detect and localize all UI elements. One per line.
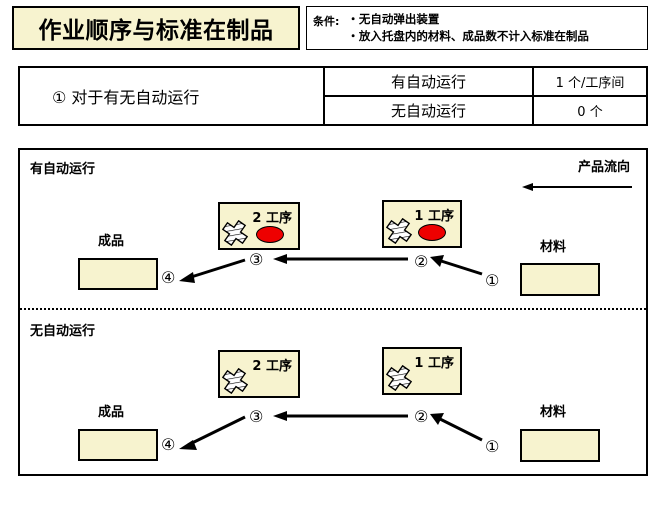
material-label: 材料 bbox=[540, 405, 567, 420]
material-box bbox=[520, 429, 600, 462]
panel-with-auto-run: 有自动运行 产品流向 2 工序 1 工序 bbox=[20, 150, 646, 309]
spec-condition-cell: 无自动运行 bbox=[325, 97, 534, 124]
spec-table-row-label: ① 对于有无自动运行 bbox=[52, 88, 200, 107]
station-box-process-2: 2 工序 bbox=[218, 202, 300, 250]
condition-list: ・无自动弹出装置 ・放入托盘内的材料、成品数不计入标准在制品 bbox=[347, 11, 589, 44]
condition-item: ・放入托盘内的材料、成品数不计入标准在制品 bbox=[347, 29, 589, 43]
spec-table-body: 有自动运行 1 个/工序间 无自动运行 0 个 bbox=[325, 68, 646, 124]
finished-goods-box bbox=[78, 429, 158, 461]
finished-goods-label: 成品 bbox=[98, 405, 125, 420]
station-box-process-1: 1 工序 bbox=[382, 347, 462, 395]
station-title: 1 工序 bbox=[414, 209, 454, 224]
station-box-process-1: 1 工序 bbox=[382, 200, 462, 248]
page-title: 作业顺序与标准在制品 bbox=[38, 18, 274, 44]
step-marker-3: ③ bbox=[249, 250, 264, 269]
spec-value-cell: 0 个 bbox=[577, 105, 603, 120]
flow-direction-label: 产品流向 bbox=[577, 160, 630, 175]
machine-icon bbox=[386, 218, 412, 244]
finished-goods-box bbox=[78, 258, 158, 290]
condition-item: ・无自动弹出装置 bbox=[347, 12, 440, 27]
machine-icon bbox=[386, 365, 412, 391]
process-flow-diagram: 有自动运行 产品流向 2 工序 1 工序 bbox=[18, 148, 648, 476]
machine-icon bbox=[222, 220, 248, 246]
finished-goods-label: 成品 bbox=[98, 234, 125, 249]
spec-table: ① 对于有无自动运行 有自动运行 1 个/工序间 无自动运行 0 个 bbox=[18, 66, 648, 126]
station-title: 1 工序 bbox=[414, 356, 454, 371]
station-title: 2 工序 bbox=[252, 359, 292, 374]
panel-without-auto-run: 无自动运行 2 工序 1 工序 成品 材料 ① ② ③ ④ bbox=[20, 312, 646, 475]
step-marker-3: ③ bbox=[249, 407, 264, 426]
condition-box: 条件: ・无自动弹出装置 ・放入托盘内的材料、成品数不计入标准在制品 bbox=[306, 6, 648, 50]
station-box-process-2: 2 工序 bbox=[218, 350, 300, 398]
header: 作业顺序与标准在制品 条件: ・无自动弹出装置 ・放入托盘内的材料、成品数不计入… bbox=[12, 6, 648, 50]
step-marker-1: ① bbox=[485, 437, 500, 456]
spec-condition-cell: 有自动运行 bbox=[325, 68, 534, 95]
step-marker-2: ② bbox=[414, 407, 429, 426]
panel-title: 有自动运行 bbox=[30, 162, 96, 177]
panel-divider bbox=[20, 308, 646, 310]
flow-direction-arrow-icon bbox=[522, 183, 632, 191]
step-marker-4: ④ bbox=[161, 268, 176, 287]
spec-value-cell: 1 个/工序间 bbox=[555, 76, 625, 91]
spec-table-row-label-cell: ① 对于有无自动运行 bbox=[20, 68, 325, 124]
station-title: 2 工序 bbox=[252, 211, 292, 226]
table-row: 有自动运行 1 个/工序间 bbox=[325, 68, 646, 97]
andon-lamp-icon bbox=[418, 224, 446, 241]
page-title-box: 作业顺序与标准在制品 bbox=[12, 6, 300, 50]
panel-title: 无自动运行 bbox=[30, 324, 96, 339]
condition-label: 条件: bbox=[313, 15, 340, 28]
material-label: 材料 bbox=[540, 240, 567, 255]
machine-icon bbox=[222, 368, 248, 394]
andon-lamp-icon bbox=[256, 226, 284, 243]
table-row: 无自动运行 0 个 bbox=[325, 97, 646, 124]
material-box bbox=[520, 263, 600, 296]
step-marker-1: ① bbox=[485, 271, 500, 290]
step-marker-2: ② bbox=[414, 252, 429, 271]
step-marker-4: ④ bbox=[161, 435, 176, 454]
